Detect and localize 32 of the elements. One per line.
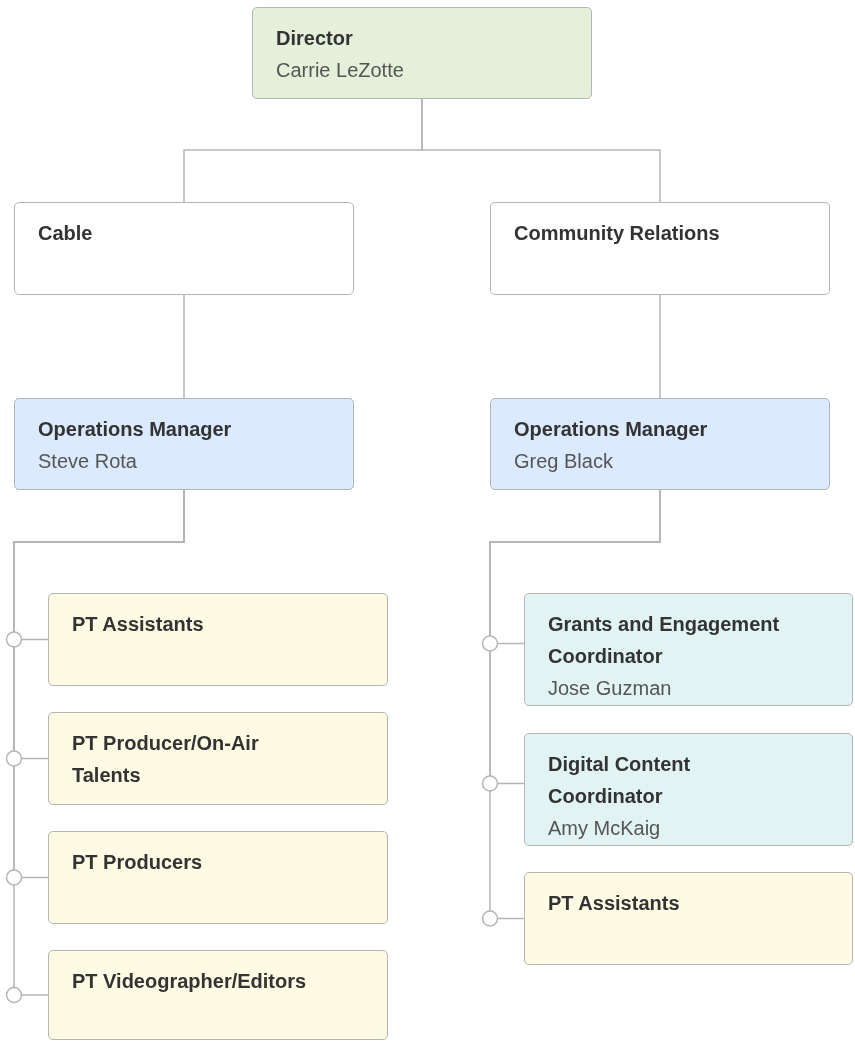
role-title: Cable — [38, 221, 94, 246]
role-title: PT Assistants — [548, 891, 681, 916]
position-box — [524, 872, 853, 965]
role-title: Grants and Engagement Coordinator — [548, 612, 781, 669]
department-box — [14, 202, 354, 295]
manager-box — [14, 398, 354, 490]
person-name: Amy McKaig — [548, 816, 662, 841]
role-title: Director — [276, 26, 354, 51]
coordinator-box — [524, 733, 853, 846]
coordinator-box — [524, 593, 853, 706]
connector-line — [421, 98, 661, 203]
connector-line — [659, 294, 661, 399]
role-title: PT Producer/On-Air Talents — [72, 731, 260, 788]
role-title: Community Relations — [514, 221, 721, 246]
position-box — [48, 593, 388, 686]
position-box — [48, 950, 388, 1040]
connector-line — [183, 294, 185, 399]
person-name: Steve Rota — [38, 449, 138, 474]
director-box — [252, 7, 592, 99]
person-name: Jose Guzman — [548, 676, 673, 701]
role-title: PT Assistants — [72, 612, 205, 637]
position-box — [48, 831, 388, 924]
role-title: Digital Content Coordinator — [548, 752, 692, 809]
role-title: Operations Manager — [38, 417, 233, 442]
role-title: Operations Manager — [514, 417, 709, 442]
person-name: Greg Black — [514, 449, 614, 474]
position-box — [48, 712, 388, 805]
role-title: PT Videographer/Editors — [72, 969, 308, 994]
person-name: Carrie LeZotte — [276, 58, 405, 83]
role-title: PT Producers — [72, 850, 204, 875]
manager-box — [490, 398, 830, 490]
department-box — [490, 202, 830, 295]
